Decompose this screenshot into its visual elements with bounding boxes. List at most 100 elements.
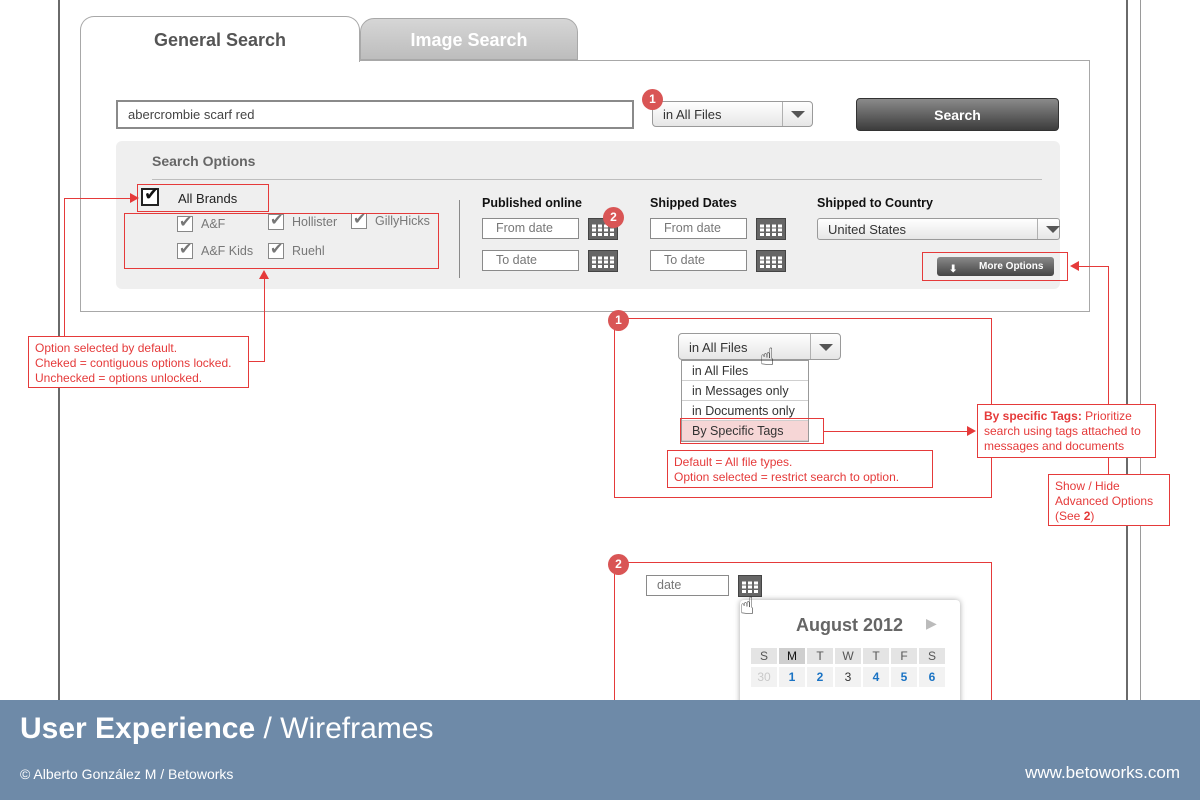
note-text: Show / Hide Advanced Options (See	[1055, 479, 1154, 523]
calendar-month: August 2012	[796, 615, 904, 635]
annotation-line	[264, 275, 265, 362]
chevron-down-icon	[782, 102, 812, 126]
annotation-box-specific-tags	[680, 418, 824, 444]
brand-checkbox-af[interactable]	[177, 212, 193, 232]
calendar-day[interactable]: 5	[891, 667, 917, 687]
shipped-from-date-input[interactable]: From date	[650, 218, 747, 239]
annotation-line	[64, 198, 138, 199]
scope-dropdown-list: in All Files in Messages only in Documen…	[681, 360, 809, 442]
chevron-down-icon	[810, 334, 840, 359]
calendar-weekday: F	[891, 648, 917, 664]
calendar-icon[interactable]	[738, 575, 762, 597]
callout-badge-1: 1	[608, 310, 629, 331]
calendar-day[interactable]: 30	[751, 667, 777, 687]
annotation-line	[64, 198, 65, 338]
calendar-weekday: T	[863, 648, 889, 664]
search-options-title: Search Options	[152, 153, 256, 169]
note-line: Cheked = contiguous options locked.	[35, 356, 232, 370]
note-line: Default = All file types.	[674, 455, 793, 469]
note-line: Unchecked = options unlocked.	[35, 371, 203, 385]
calendar-icon[interactable]	[756, 218, 786, 240]
brand-checkbox-hollister[interactable]	[268, 210, 284, 230]
footer-site-link[interactable]: www.betoworks.com	[1025, 763, 1180, 782]
all-brands-label: All Brands	[178, 191, 238, 206]
country-select-value: United States	[828, 222, 907, 237]
shipped-to-date-input[interactable]: To date	[650, 250, 747, 271]
hand-cursor-icon: ☝	[760, 343, 775, 371]
brand-checkbox-ruehl[interactable]	[268, 239, 284, 259]
search-input[interactable]: abercrombie scarf red	[116, 100, 634, 129]
shipped-dates-heading: Shipped Dates	[650, 196, 737, 210]
date-input[interactable]: date	[646, 575, 729, 596]
all-brands-checkbox[interactable]	[141, 184, 159, 206]
annotation-note-scope: Default = All file types. Option selecte…	[667, 450, 933, 488]
note-text: )	[1090, 509, 1095, 523]
calendar-day[interactable]: 4	[863, 667, 889, 687]
footer-title-rest: / Wireframes	[255, 712, 434, 745]
country-select[interactable]: United States	[817, 218, 1060, 240]
footer-title: User Experience / Wireframes	[20, 712, 434, 746]
annotation-note-tags: By specific Tags: Prioritize search usin…	[977, 404, 1156, 458]
note-heading: By specific Tags:	[984, 409, 1082, 423]
calendar-day[interactable]: 6	[919, 667, 945, 687]
calendar-weekday: W	[835, 648, 861, 664]
divider-vertical	[459, 200, 460, 278]
annotation-arrow	[259, 270, 269, 279]
published-to-date-input[interactable]: To date	[482, 250, 579, 271]
hand-cursor-icon: ☝	[740, 592, 755, 620]
annotation-line	[1078, 266, 1109, 267]
note-line: Option selected = restrict search to opt…	[674, 470, 900, 484]
scope-select[interactable]: in All Files	[652, 101, 813, 127]
brand-label-hollister: Hollister	[292, 215, 338, 229]
annotation-box-brands	[124, 213, 439, 269]
calendar-icon[interactable]	[756, 250, 786, 272]
calendar-day[interactable]: 3	[835, 667, 861, 687]
annotation-arrow	[130, 193, 139, 203]
calendar-weekday: M	[779, 648, 805, 664]
callout-badge-2: 2	[608, 554, 629, 575]
callout-badge-1: 1	[642, 89, 663, 110]
dropdown-option[interactable]: in All Files	[682, 361, 808, 381]
brand-label-af-kids: A&F Kids	[201, 244, 254, 258]
annotation-line	[248, 361, 265, 362]
calendar-day[interactable]: 2	[807, 667, 833, 687]
tab-general-search[interactable]: General Search	[80, 16, 360, 62]
page-frame-right	[1126, 0, 1128, 700]
scope-select-value: in All Files	[663, 107, 722, 122]
calendar-day[interactable]: 1	[779, 667, 805, 687]
more-options-button[interactable]: ⬇ More Options	[937, 257, 1054, 276]
dropdown-option[interactable]: in Messages only	[682, 381, 808, 401]
annotation-box-more-options	[922, 252, 1068, 281]
note-text: Prioritize search using tags attached to…	[984, 409, 1141, 453]
calendar-icon[interactable]	[588, 250, 618, 272]
arrow-down-icon: ⬇	[949, 264, 958, 275]
tab-image-search[interactable]: Image Search	[360, 18, 578, 60]
chevron-down-icon	[1037, 219, 1060, 239]
annotation-arrow	[967, 426, 976, 436]
annotation-arrow	[1070, 261, 1079, 271]
callout-badge-2: 2	[603, 207, 624, 228]
calendar-weekday: S	[751, 648, 777, 664]
annotation-box-all-brands	[137, 184, 269, 212]
search-button[interactable]: Search	[856, 98, 1059, 131]
page-frame-right-outer	[1140, 0, 1141, 700]
calendar-weekday: T	[807, 648, 833, 664]
published-online-heading: Published online	[482, 196, 583, 210]
brand-checkbox-af-kids[interactable]	[177, 239, 193, 259]
footer: User Experience / Wireframes © Alberto G…	[0, 700, 1200, 800]
dropdown-option[interactable]: in Documents only	[682, 401, 808, 421]
dropdown-option[interactable]: By Specific Tags	[682, 421, 808, 441]
scope-select-demo[interactable]: in All Files	[678, 333, 841, 360]
footer-title-bold: User Experience	[20, 712, 256, 745]
note-ref: 2	[1083, 509, 1091, 523]
shipped-country-heading: Shipped to Country	[817, 196, 933, 210]
calendar-weekday: S	[919, 648, 945, 664]
published-from-date-input[interactable]: From date	[482, 218, 579, 239]
annotation-line	[824, 431, 969, 432]
more-options-label: More Options	[979, 261, 1044, 272]
scope-select-demo-value: in All Files	[689, 340, 748, 355]
annotation-line	[1108, 266, 1109, 474]
brand-label-gillyhicks: GillyHicks	[375, 214, 430, 228]
calendar-next-icon[interactable]: ▶	[926, 615, 937, 631]
brand-label-ruehl: Ruehl	[292, 244, 325, 258]
